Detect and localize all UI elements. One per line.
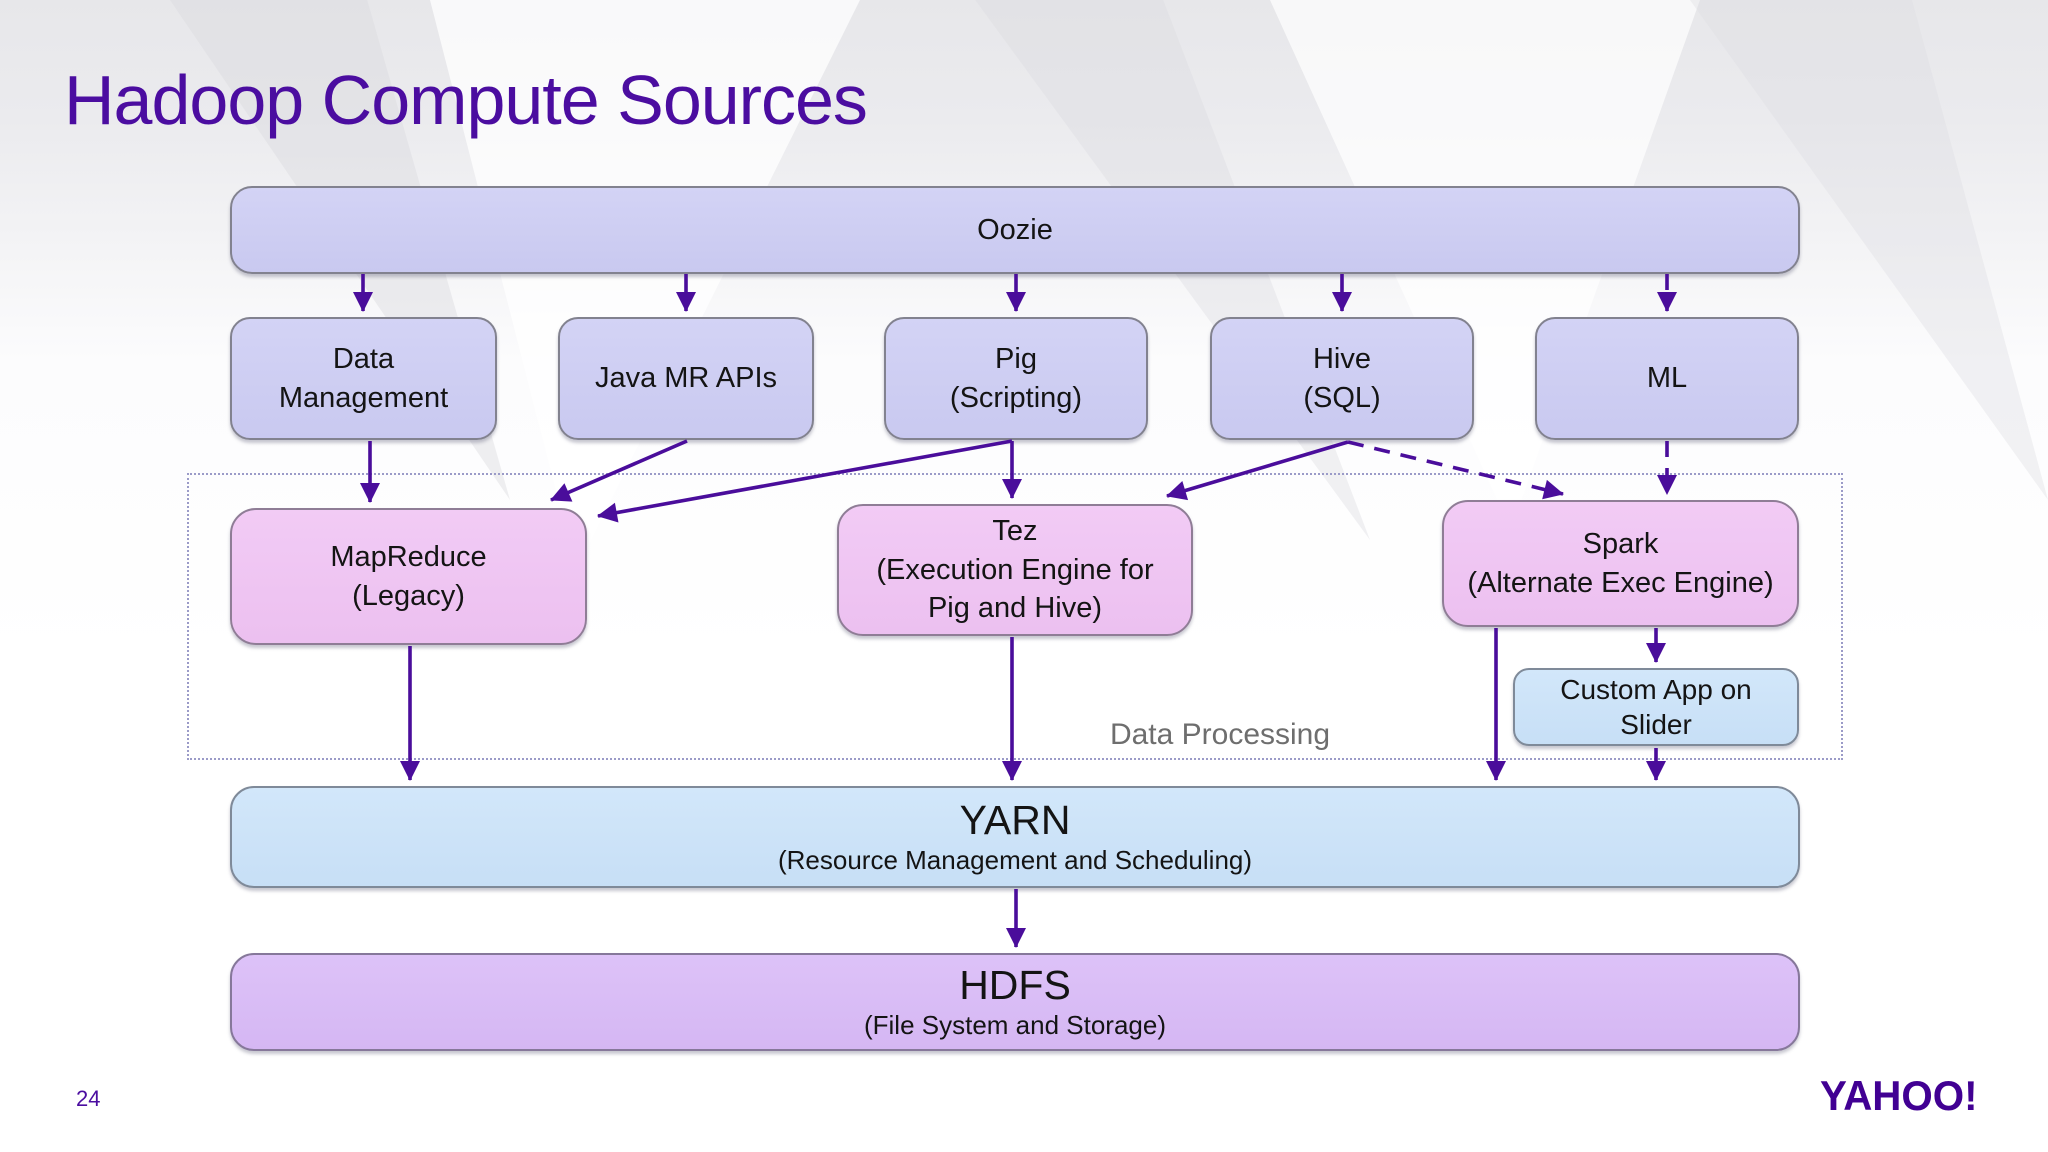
- node-oozie-label: Oozie: [977, 213, 1053, 246]
- node-tez: Tez (Execution Engine for Pig and Hive): [837, 504, 1193, 636]
- node-java-mr-apis: Java MR APIs: [558, 317, 814, 440]
- node-spark-label: Spark: [1582, 527, 1659, 560]
- node-hdfs-sublabel: (File System and Storage): [863, 1010, 1166, 1041]
- node-mapreduce: MapReduce (Legacy): [230, 508, 587, 645]
- slide-title: Hadoop Compute Sources: [64, 61, 868, 139]
- data-processing-region: [187, 473, 1843, 760]
- node-hdfs-label: HDFS: [959, 962, 1071, 1009]
- node-tez-sublabel: (Execution Engine for Pig and Hive): [876, 553, 1154, 625]
- node-pig: Pig (Scripting): [884, 317, 1148, 440]
- node-hive-label: Hive: [1312, 342, 1371, 375]
- node-oozie: Oozie: [230, 186, 1800, 274]
- node-java-mr-apis-label: Java MR APIs: [594, 362, 778, 395]
- node-spark-sublabel: (Alternate Exec Engine): [1467, 566, 1774, 599]
- data-processing-label: Data Processing: [1109, 718, 1331, 751]
- node-ml-label: ML: [1646, 362, 1688, 395]
- node-yarn: YARN (Resource Management and Scheduling…: [230, 786, 1800, 888]
- node-tez-label: Tez: [992, 514, 1038, 547]
- node-mapreduce-label: MapReduce: [330, 540, 487, 573]
- node-data-management-label-line2: Management: [278, 381, 449, 414]
- node-hive-sublabel: (SQL): [1303, 381, 1381, 414]
- node-pig-label: Pig: [995, 342, 1037, 375]
- yahoo-logo: YAHOO!: [1820, 1072, 1978, 1119]
- node-data-management: Data Management: [230, 317, 497, 440]
- node-ml: ML: [1535, 317, 1799, 440]
- node-custom-app-on-slider: Custom App on Slider: [1513, 668, 1799, 746]
- node-hdfs: HDFS (File System and Storage): [230, 953, 1800, 1051]
- node-mapreduce-sublabel: (Legacy): [352, 579, 465, 612]
- node-yarn-label: YARN: [959, 797, 1071, 844]
- node-hive: Hive (SQL): [1210, 317, 1474, 440]
- node-pig-sublabel: (Scripting): [949, 381, 1083, 414]
- node-yarn-sublabel: (Resource Management and Scheduling): [777, 845, 1253, 876]
- page-number: 24: [76, 1086, 101, 1111]
- node-data-management-label-line1: Data: [332, 342, 395, 375]
- node-spark: Spark (Alternate Exec Engine): [1442, 500, 1799, 627]
- node-custom-app-on-slider-label: Custom App on Slider: [1560, 674, 1752, 740]
